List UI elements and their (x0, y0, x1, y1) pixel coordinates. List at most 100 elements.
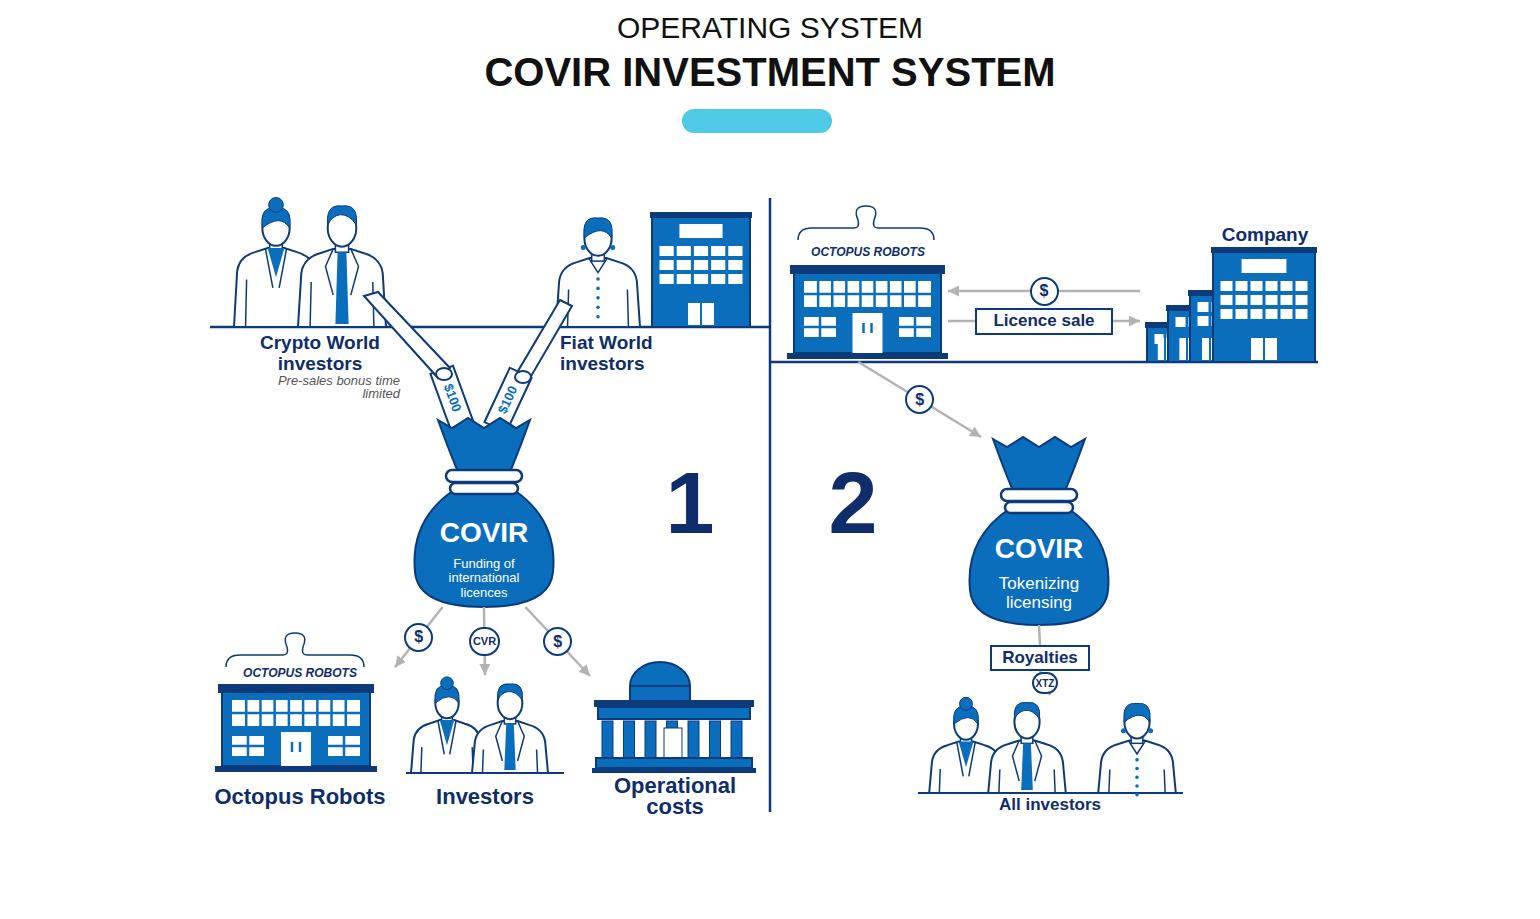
window (1198, 316, 1209, 326)
column (602, 721, 613, 758)
hair (1124, 703, 1150, 722)
window (1281, 281, 1293, 291)
bag-body (969, 509, 1108, 625)
tie (504, 724, 515, 770)
door (664, 728, 682, 758)
window (677, 274, 691, 284)
button (596, 315, 600, 319)
building-body (652, 217, 750, 327)
money-bag-node: COVIRTokenizing licensing (970, 437, 1108, 625)
tie (1021, 743, 1033, 790)
door (281, 732, 311, 766)
company-building-text: Octopus Robots (205, 785, 395, 809)
window (711, 260, 725, 270)
window (728, 274, 742, 284)
diagram-title: COVIR INVESTMENT SYSTEM (0, 50, 1540, 94)
window (694, 274, 708, 284)
window-bar (232, 736, 264, 756)
investor-group-text: Pre-sales bonus time limited (275, 374, 400, 400)
button (1135, 758, 1139, 762)
building-roof (218, 684, 374, 693)
flow-arrow (395, 607, 443, 667)
window (1221, 295, 1233, 305)
hand (436, 368, 452, 380)
money-bag-node-text: COVIR (979, 534, 1099, 565)
window (1281, 295, 1293, 305)
building-body (794, 273, 941, 353)
octopus-logo (798, 206, 934, 240)
tie (335, 252, 348, 324)
lapel (496, 721, 525, 761)
hair-bun (960, 697, 973, 710)
door-bar (1263, 338, 1265, 360)
button (596, 296, 600, 300)
hair (1014, 702, 1040, 719)
person-body (556, 258, 640, 327)
building-sign (1242, 259, 1287, 273)
company-building-text: Company (1210, 225, 1320, 246)
lapel (326, 249, 359, 295)
window (694, 260, 708, 270)
person-arm-line (421, 747, 473, 773)
step-number: 1 (650, 455, 730, 552)
company-building: OCTOPUS ROBOTS (788, 200, 948, 362)
window-bar (804, 293, 931, 296)
window (1281, 309, 1293, 319)
door-bar (1186, 338, 1188, 360)
window (1251, 309, 1263, 319)
company-building-text: OCTOPUS ROBOTS (205, 667, 395, 680)
bag-top (438, 418, 530, 472)
octopus-building (787, 265, 948, 359)
hair (497, 684, 522, 700)
lapel (1012, 740, 1041, 781)
window (328, 736, 360, 756)
window (660, 246, 674, 256)
collar (1128, 740, 1145, 754)
window (232, 736, 264, 756)
roof (594, 700, 754, 707)
currency-badge: XTZ (1032, 672, 1059, 694)
window (711, 274, 725, 284)
window (899, 317, 931, 337)
door-handle (292, 742, 300, 752)
octopus-logo (226, 633, 364, 667)
window (1221, 281, 1233, 291)
subtitle: OPERATING SYSTEM (0, 11, 1540, 44)
edge-label-box: Licence sale (975, 308, 1112, 335)
bag-top (993, 437, 1085, 491)
button (596, 277, 600, 281)
window (660, 260, 674, 270)
window-band (232, 700, 360, 726)
office-building (1211, 247, 1317, 362)
money-bag (414, 418, 553, 607)
earring (581, 245, 586, 250)
investor-group-text: Investors (405, 785, 565, 809)
building-base (787, 353, 948, 359)
person-body (472, 721, 548, 773)
building-roof (1211, 247, 1317, 253)
bag-band (450, 483, 518, 494)
earring (1148, 728, 1153, 733)
column (645, 721, 656, 758)
door-bar (1164, 338, 1166, 360)
window (728, 246, 742, 256)
person-figure (988, 702, 1066, 793)
company-building: OCTOPUS ROBOTS Octopus Robots (205, 625, 395, 817)
window (694, 246, 708, 256)
banknote-value: $100 (495, 384, 520, 416)
door (1251, 338, 1277, 360)
window (1266, 309, 1278, 319)
office-building (650, 212, 752, 327)
hand (515, 371, 531, 383)
person-body (1098, 740, 1176, 793)
bag-band (1005, 502, 1073, 513)
person-arm-line (246, 279, 307, 327)
lapel (438, 721, 456, 754)
button (596, 306, 600, 310)
currency-badge: CVR (469, 627, 500, 656)
person-body (298, 249, 386, 327)
bag-band (446, 470, 522, 482)
button (1135, 767, 1139, 771)
column (688, 721, 699, 758)
